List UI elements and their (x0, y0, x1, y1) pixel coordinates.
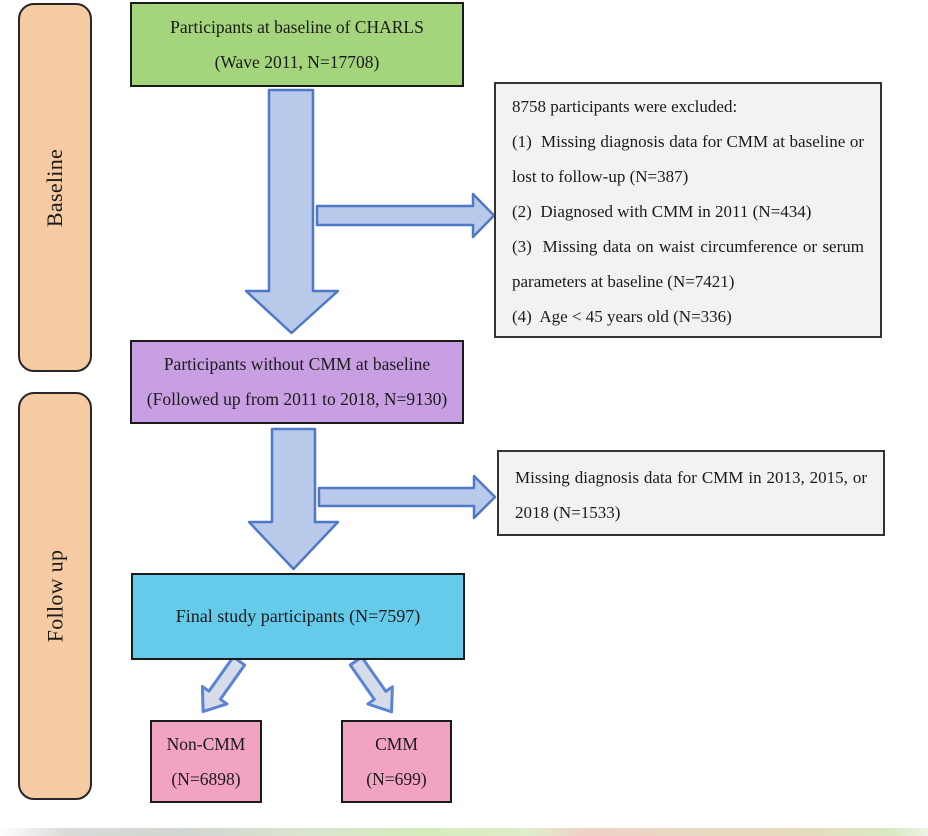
cmm-group-box: CMM (N=699) (341, 720, 452, 803)
exclusion-line: (3) Missing data on waist circumference … (512, 237, 864, 256)
followup-exclusion-box: Missing diagnosis data for CMM in 2013, … (497, 450, 885, 536)
exclusion-line: 2018 (N=1533) (515, 503, 621, 522)
non-cmm-group-box: Non-CMM (N=6898) (150, 720, 262, 803)
baseline-cohort-line1: Participants at baseline of CHARLS (170, 16, 424, 37)
phase-bar-followup: Follow up (18, 392, 92, 800)
non-cmm-label: Non-CMM (166, 733, 246, 754)
exclusion-line: (1) Missing diagnosis data for CMM at ba… (512, 132, 864, 151)
exclusion-line: 8758 participants were excluded: (512, 97, 738, 116)
exclusion-line: (4) Age < 45 years old (N=336) (512, 307, 732, 326)
no-cmm-cohort-line2: (Followed up from 2011 to 2018, N=9130) (146, 389, 448, 409)
arrow-baseline-to-nocmm (244, 88, 340, 335)
arrow-nocmm-to-final (247, 427, 340, 571)
exclusion-line: lost to follow-up (N=387) (512, 167, 689, 186)
exclusion-line: Missing diagnosis data for CMM in 2013, … (515, 468, 867, 487)
exclusion-line: parameters at baseline (N=7421) (512, 272, 735, 291)
no-cmm-cohort-box: Participants without CMM at baseline (Fo… (130, 340, 464, 424)
final-cohort-line1: Final study participants (N=7597) (175, 606, 421, 626)
baseline-cohort-line2: (Wave 2011, N=17708) (214, 51, 380, 72)
final-cohort-box: Final study participants (N=7597) (131, 573, 465, 660)
phase-bar-baseline: Baseline (18, 3, 92, 372)
no-cmm-cohort-line1: Participants without CMM at baseline (163, 354, 431, 374)
arrow-to-followup-exclusion (317, 474, 497, 520)
exclusion-line: (2) Diagnosed with CMM in 2011 (N=434) (512, 202, 812, 221)
baseline-cohort-box: Participants at baseline of CHARLS (Wave… (130, 2, 464, 87)
cmm-count: (N=699) (366, 768, 427, 789)
bottom-gradient-strip (0, 828, 928, 836)
arrow-final-to-cmm (348, 655, 394, 714)
arrow-final-to-noncmm (200, 655, 247, 714)
arrow-to-baseline-exclusion (315, 192, 496, 239)
cmm-label: CMM (375, 733, 418, 754)
baseline-exclusion-box: 8758 participants were excluded: (1) Mis… (494, 82, 882, 338)
non-cmm-count: (N=6898) (171, 768, 241, 789)
